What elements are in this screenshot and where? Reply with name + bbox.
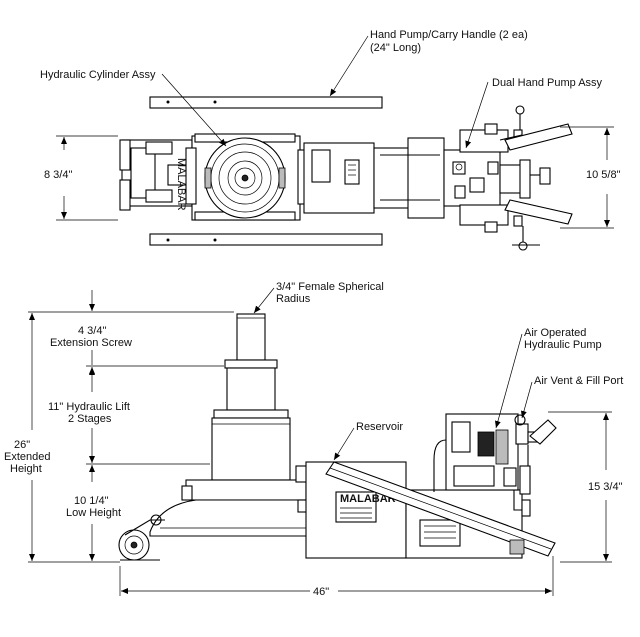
label-height: Height (10, 463, 42, 475)
label-air-vent: Air Vent & Fill Port (534, 375, 623, 387)
label-stages: 2 Stages (68, 413, 112, 425)
label-air-pump-1: Air Operated (524, 327, 586, 339)
label-extension-screw: Extension Screw (50, 337, 132, 349)
dim-extended-height: 26" (14, 439, 30, 451)
label-hand-pump-handle: Hand Pump/Carry Handle (2 ea) (370, 29, 528, 41)
top-view: MALABAR (119, 96, 573, 251)
dim-width-right: 10 5/8" (586, 169, 621, 181)
top-callouts: Hand Pump/Carry Handle (2 ea) (24" Long)… (40, 29, 603, 149)
svg-text:MALABAR: MALABAR (340, 493, 396, 505)
dim-overall-height-right: 15 3/4" (588, 481, 623, 493)
base-casting (149, 499, 319, 537)
label-spherical-radius-1: 3/4" Female Spherical (276, 281, 384, 293)
side-dimensions: 26" Extended Height 4 3/4" Extension Scr… (4, 290, 623, 598)
cylinder-stage-1 (226, 367, 276, 411)
dim-width-top: 8 3/4" (44, 169, 72, 181)
dim-overall-length: 46" (313, 586, 329, 598)
label-dual-hand-pump: Dual Hand Pump Assy (492, 77, 603, 89)
bottom-handle-bar (149, 233, 383, 246)
label-hand-pump-handle-sub: (24" Long) (370, 42, 421, 54)
label-reservoir: Reservoir (356, 421, 403, 433)
dim-low-height: 10 1/4" (74, 495, 109, 507)
cylinder-stage-2 (211, 417, 291, 481)
top-brand: MALABAR (175, 158, 187, 211)
label-air-pump-2: Hydraulic Pump (524, 339, 602, 351)
top-handle-bar (149, 96, 383, 109)
label-low-height: Low Height (66, 507, 121, 519)
extension-screw (236, 313, 266, 361)
label-hydraulic-lift: 11" Hydraulic Lift (48, 401, 130, 413)
dim-extension-screw: 4 3/4" (78, 325, 106, 337)
top-dimensions: 8 3/4" 10 5/8" (44, 126, 621, 229)
side-handle (325, 461, 556, 557)
side-callouts: 3/4" Female Spherical Radius Air Operate… (253, 281, 623, 461)
label-hydraulic-cylinder: Hydraulic Cylinder Assy (40, 69, 156, 81)
brand-plate (335, 491, 377, 523)
label-extended: Extended (4, 451, 50, 463)
label-spherical-radius-2: Radius (276, 293, 311, 305)
side-view: MALABAR (118, 313, 557, 561)
